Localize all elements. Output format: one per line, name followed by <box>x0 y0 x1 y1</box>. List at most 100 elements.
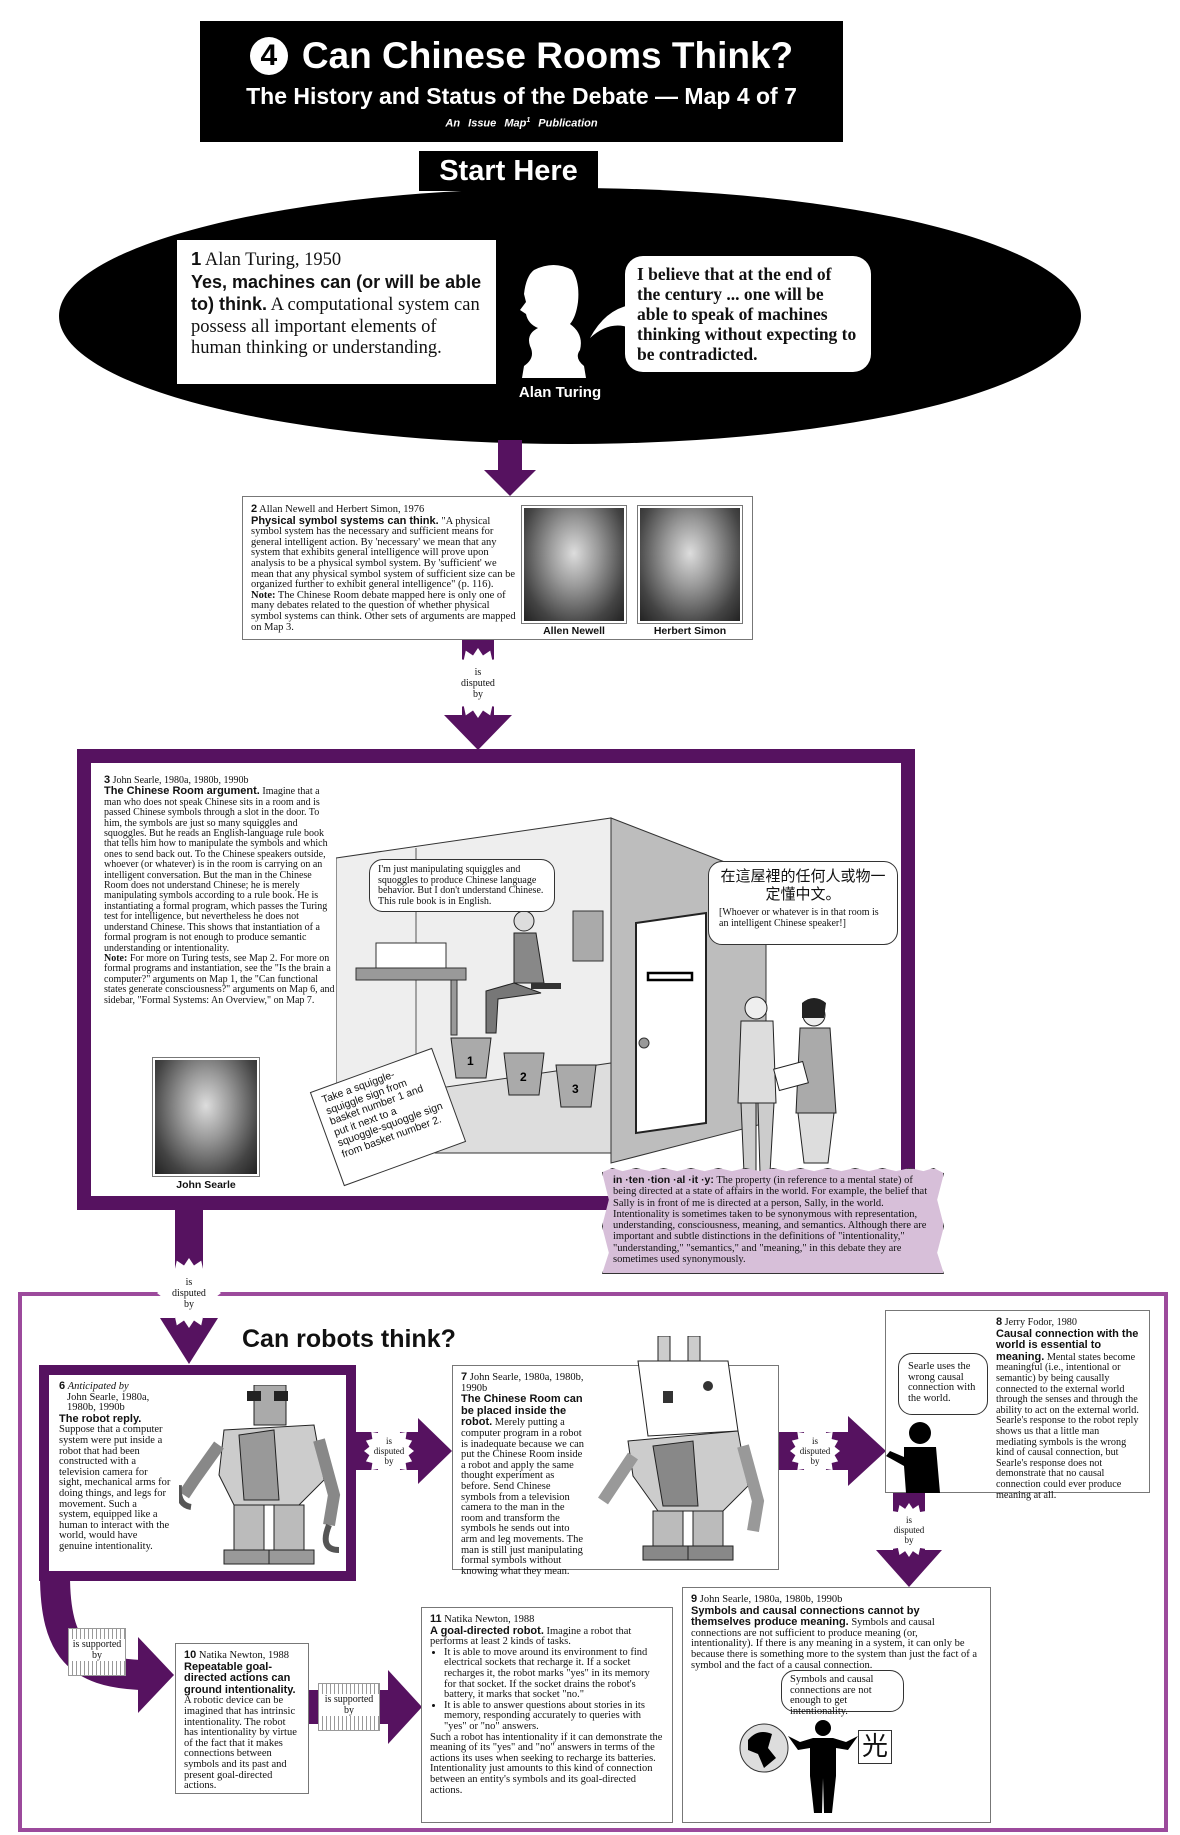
claim-10-box[interactable]: 10 Natika Newton, 1988 Repeatable goal-d… <box>175 1643 309 1794</box>
claim-body: A computational system can possess all i… <box>191 295 480 358</box>
claim-headline: The robot reply. <box>59 1412 142 1425</box>
badge-text: disputed <box>373 1446 405 1456</box>
turing-silhouette-icon <box>520 265 586 378</box>
claim-conclusion: Such a robot has intentionality if it ca… <box>430 1731 663 1796</box>
badge-text: is <box>185 1276 193 1288</box>
intentionality-definition: in ·ten ·tion ·al ·it ·y: The property (… <box>602 1168 944 1274</box>
basket-number: 2 <box>520 1070 527 1084</box>
badge-text: disputed <box>799 1446 831 1456</box>
start-here-label: Start Here <box>419 151 598 191</box>
searle-photo <box>152 1057 260 1177</box>
claim-number: 11 <box>430 1613 442 1625</box>
claim-author: Alan Turing, 1950 <box>201 250 342 270</box>
claim-headline: Yes, machines can (or will be able to) t… <box>191 271 482 315</box>
bullet-item: It is able to answer questions about sto… <box>444 1700 664 1733</box>
badge-text: disputed <box>172 1287 206 1299</box>
claim-body: Symbols and causal connections are not s… <box>691 1617 978 1671</box>
definition-text: The property (in reference to a mental s… <box>613 1175 928 1266</box>
newell-photo <box>521 505 627 624</box>
note-label: Note: <box>251 589 276 601</box>
claim-6-box[interactable]: 6 Anticipated by John Searle, 1980a, 198… <box>39 1365 356 1581</box>
robot-illustration <box>179 1385 341 1565</box>
badge-text: is supported by <box>72 1639 122 1661</box>
claim-body: Merely putting a computer program in a r… <box>461 1417 585 1577</box>
claim-author: John Searle, 1980a, 1980b, 1990b <box>461 1372 584 1394</box>
claim-headline: The Chinese Room argument. <box>104 785 260 798</box>
claim-number: 1 <box>191 248 202 269</box>
claim-author: John Searle, 1980a, 1980b, 1990b <box>67 1391 150 1414</box>
claim-intro: Imagine a robot that performs at least 2… <box>430 1625 632 1648</box>
claim-8-box[interactable]: 8 Jerry Fodor, 1980 Causal connection wi… <box>885 1310 1150 1500</box>
badge-text: by <box>384 1456 394 1466</box>
map-header: 4 Can Chinese Rooms Think? The History a… <box>200 21 843 142</box>
tagline-text-post: Publication <box>530 117 598 130</box>
claim-2-box[interactable]: 2 Allan Newell and Herbert Simon, 1976 P… <box>242 496 753 640</box>
badge-text: by <box>184 1298 194 1310</box>
searle-silhouette-icon <box>788 1720 858 1813</box>
robots-section-frame <box>18 1292 1168 1832</box>
photo-label: John Searle <box>176 1179 236 1191</box>
robot-with-room-illustration <box>598 1336 765 1561</box>
note-text: For more on Turing tests, see Map 2. For… <box>104 952 335 1006</box>
badge-text: by <box>904 1535 914 1545</box>
supported-by-badge: is supported by <box>318 1683 380 1731</box>
claim-number: 10 <box>184 1649 197 1661</box>
photo-label: Allen Newell <box>543 625 605 637</box>
robots-section-title: Can robots think? <box>242 1325 456 1353</box>
translation-text: [Whoever or whatever is in that room is … <box>719 907 879 929</box>
note-text: The Chinese Room debate mapped here is o… <box>251 589 516 633</box>
basket-number: 3 <box>572 1082 579 1096</box>
claim-author: John Searle, 1980a, 1980b, 1990b <box>697 1594 843 1605</box>
rule-books <box>375 942 447 969</box>
claim-number: 7 <box>461 1371 468 1383</box>
door-slot <box>646 971 694 982</box>
note-label: Note: <box>104 952 128 964</box>
claim-1-box[interactable]: 1 Alan Turing, 1950 Yes, machines can (o… <box>177 240 496 384</box>
claim-11-box[interactable]: 11 Natika Newton, 1988 A goal-directed r… <box>421 1607 673 1823</box>
claim-number: 8 <box>996 1316 1003 1328</box>
badge-text: is <box>905 1515 912 1525</box>
pillar-icon <box>319 1716 379 1730</box>
supported-by-badge: is supported by <box>68 1628 126 1676</box>
badge-text: is supported by <box>324 1694 374 1716</box>
badge-text: is <box>474 666 482 678</box>
door-knob <box>638 1037 650 1049</box>
tagline-sup: 1 <box>526 117 531 124</box>
fodor-silhouette-icon <box>886 1422 940 1493</box>
badge-text: by <box>473 688 483 700</box>
globe-icon <box>739 1723 789 1773</box>
map-subtitle: The History and Status of the Debate — M… <box>246 83 797 109</box>
claim-number: 9 <box>691 1593 698 1605</box>
searle-speech-bubble: Symbols and causal connections are not e… <box>781 1670 904 1717</box>
claim-author: Jerry Fodor, 1980 <box>1002 1317 1077 1328</box>
outside-speech-bubble: 在這屋裡的任何人或物一定懂中文。 [Whoever or whatever is… <box>708 861 898 945</box>
claim-headline: Symbols and causal connections cannot by… <box>691 1604 920 1629</box>
claim-headline: A goal-directed robot. <box>430 1624 544 1637</box>
simon-photo <box>637 505 743 624</box>
door <box>635 911 707 1135</box>
chinese-text: 在這屋裡的任何人或物一定懂中文。 <box>720 869 886 903</box>
baskets <box>450 1037 597 1108</box>
table <box>355 967 467 981</box>
claim-number: 6 <box>59 1380 66 1392</box>
fodor-speech-bubble: Searle uses the wrong causal connection … <box>898 1353 988 1415</box>
claim-headline: Repeatable goal-directed actions can gro… <box>184 1660 296 1696</box>
seated-man-icon <box>485 910 561 1034</box>
chinese-symbol-box: 光 <box>858 1730 892 1764</box>
claim-3-frame[interactable]: 3 John Searle, 1980a, 1980b, 1990b The C… <box>77 749 915 1210</box>
badge-text: disputed <box>893 1525 925 1535</box>
pillar-icon <box>319 1684 379 1694</box>
title-text: Can Chinese Rooms Think? <box>301 35 794 76</box>
publication-tagline: An Issue Map1 Publication <box>200 117 843 130</box>
badge-text: disputed <box>461 677 495 689</box>
badge-text: by <box>810 1456 820 1466</box>
claim-author: Natika Newton, 1988 <box>196 1650 289 1661</box>
claim-7-box[interactable]: 7 John Searle, 1980a, 1980b, 1990b The C… <box>452 1336 779 1576</box>
badge-text: is <box>811 1436 818 1446</box>
claim-body: A robotic device can be imagined that ha… <box>184 1695 297 1792</box>
claim-9-box[interactable]: 9 John Searle, 1980a, 1980b, 1990b Symbo… <box>682 1587 991 1823</box>
